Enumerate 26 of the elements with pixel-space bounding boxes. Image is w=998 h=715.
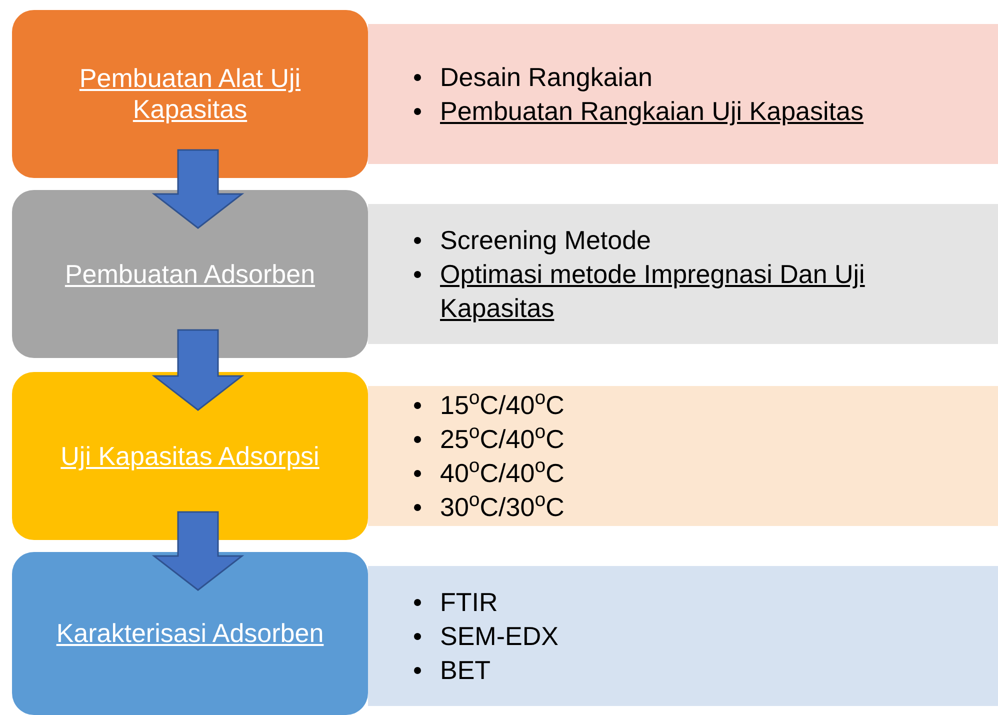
step-title: Uji Kapasitas Adsorpsi — [60, 440, 320, 472]
step-box — [12, 372, 368, 540]
list-item: Desain Rangkaian — [440, 61, 652, 94]
list-item: 30$^{o}$C/30$^{o}$C — [440, 490, 564, 524]
list-item: Optimasi metode Impregnasi Dan Uji Kapasitas — [440, 258, 866, 325]
step-title: Pembuatan Adsorben — [64, 258, 316, 290]
list-item: SEM-EDX — [440, 620, 558, 653]
step-box — [12, 10, 368, 178]
list-item: 40$^{o}$C/40$^{o}$C — [440, 456, 564, 490]
step-box — [12, 552, 368, 715]
list-item: FTIR — [440, 586, 498, 619]
detail-panel — [368, 386, 998, 526]
list-item: Screening Metode — [440, 224, 652, 257]
block-arrow — [152, 511, 244, 591]
detail-panel — [368, 566, 998, 706]
block-arrow — [152, 329, 244, 411]
list-item: 15$^{o}$C/40$^{o}$C — [440, 388, 564, 422]
step-title: Pembuatan Alat Uji Kapasitas — [78, 63, 302, 125]
detail-panel — [368, 204, 998, 344]
block-arrow — [152, 149, 244, 229]
step-box — [12, 190, 368, 358]
list-item: 25$^{o}$C/40$^{o}$C — [440, 422, 564, 456]
step-title: Karakterisasi Adsorben — [56, 618, 324, 649]
list-item: Pembuatan Rangkaian Uji Kapasitas — [440, 95, 864, 128]
detail-panel — [368, 24, 998, 164]
list-item: BET — [440, 654, 491, 687]
